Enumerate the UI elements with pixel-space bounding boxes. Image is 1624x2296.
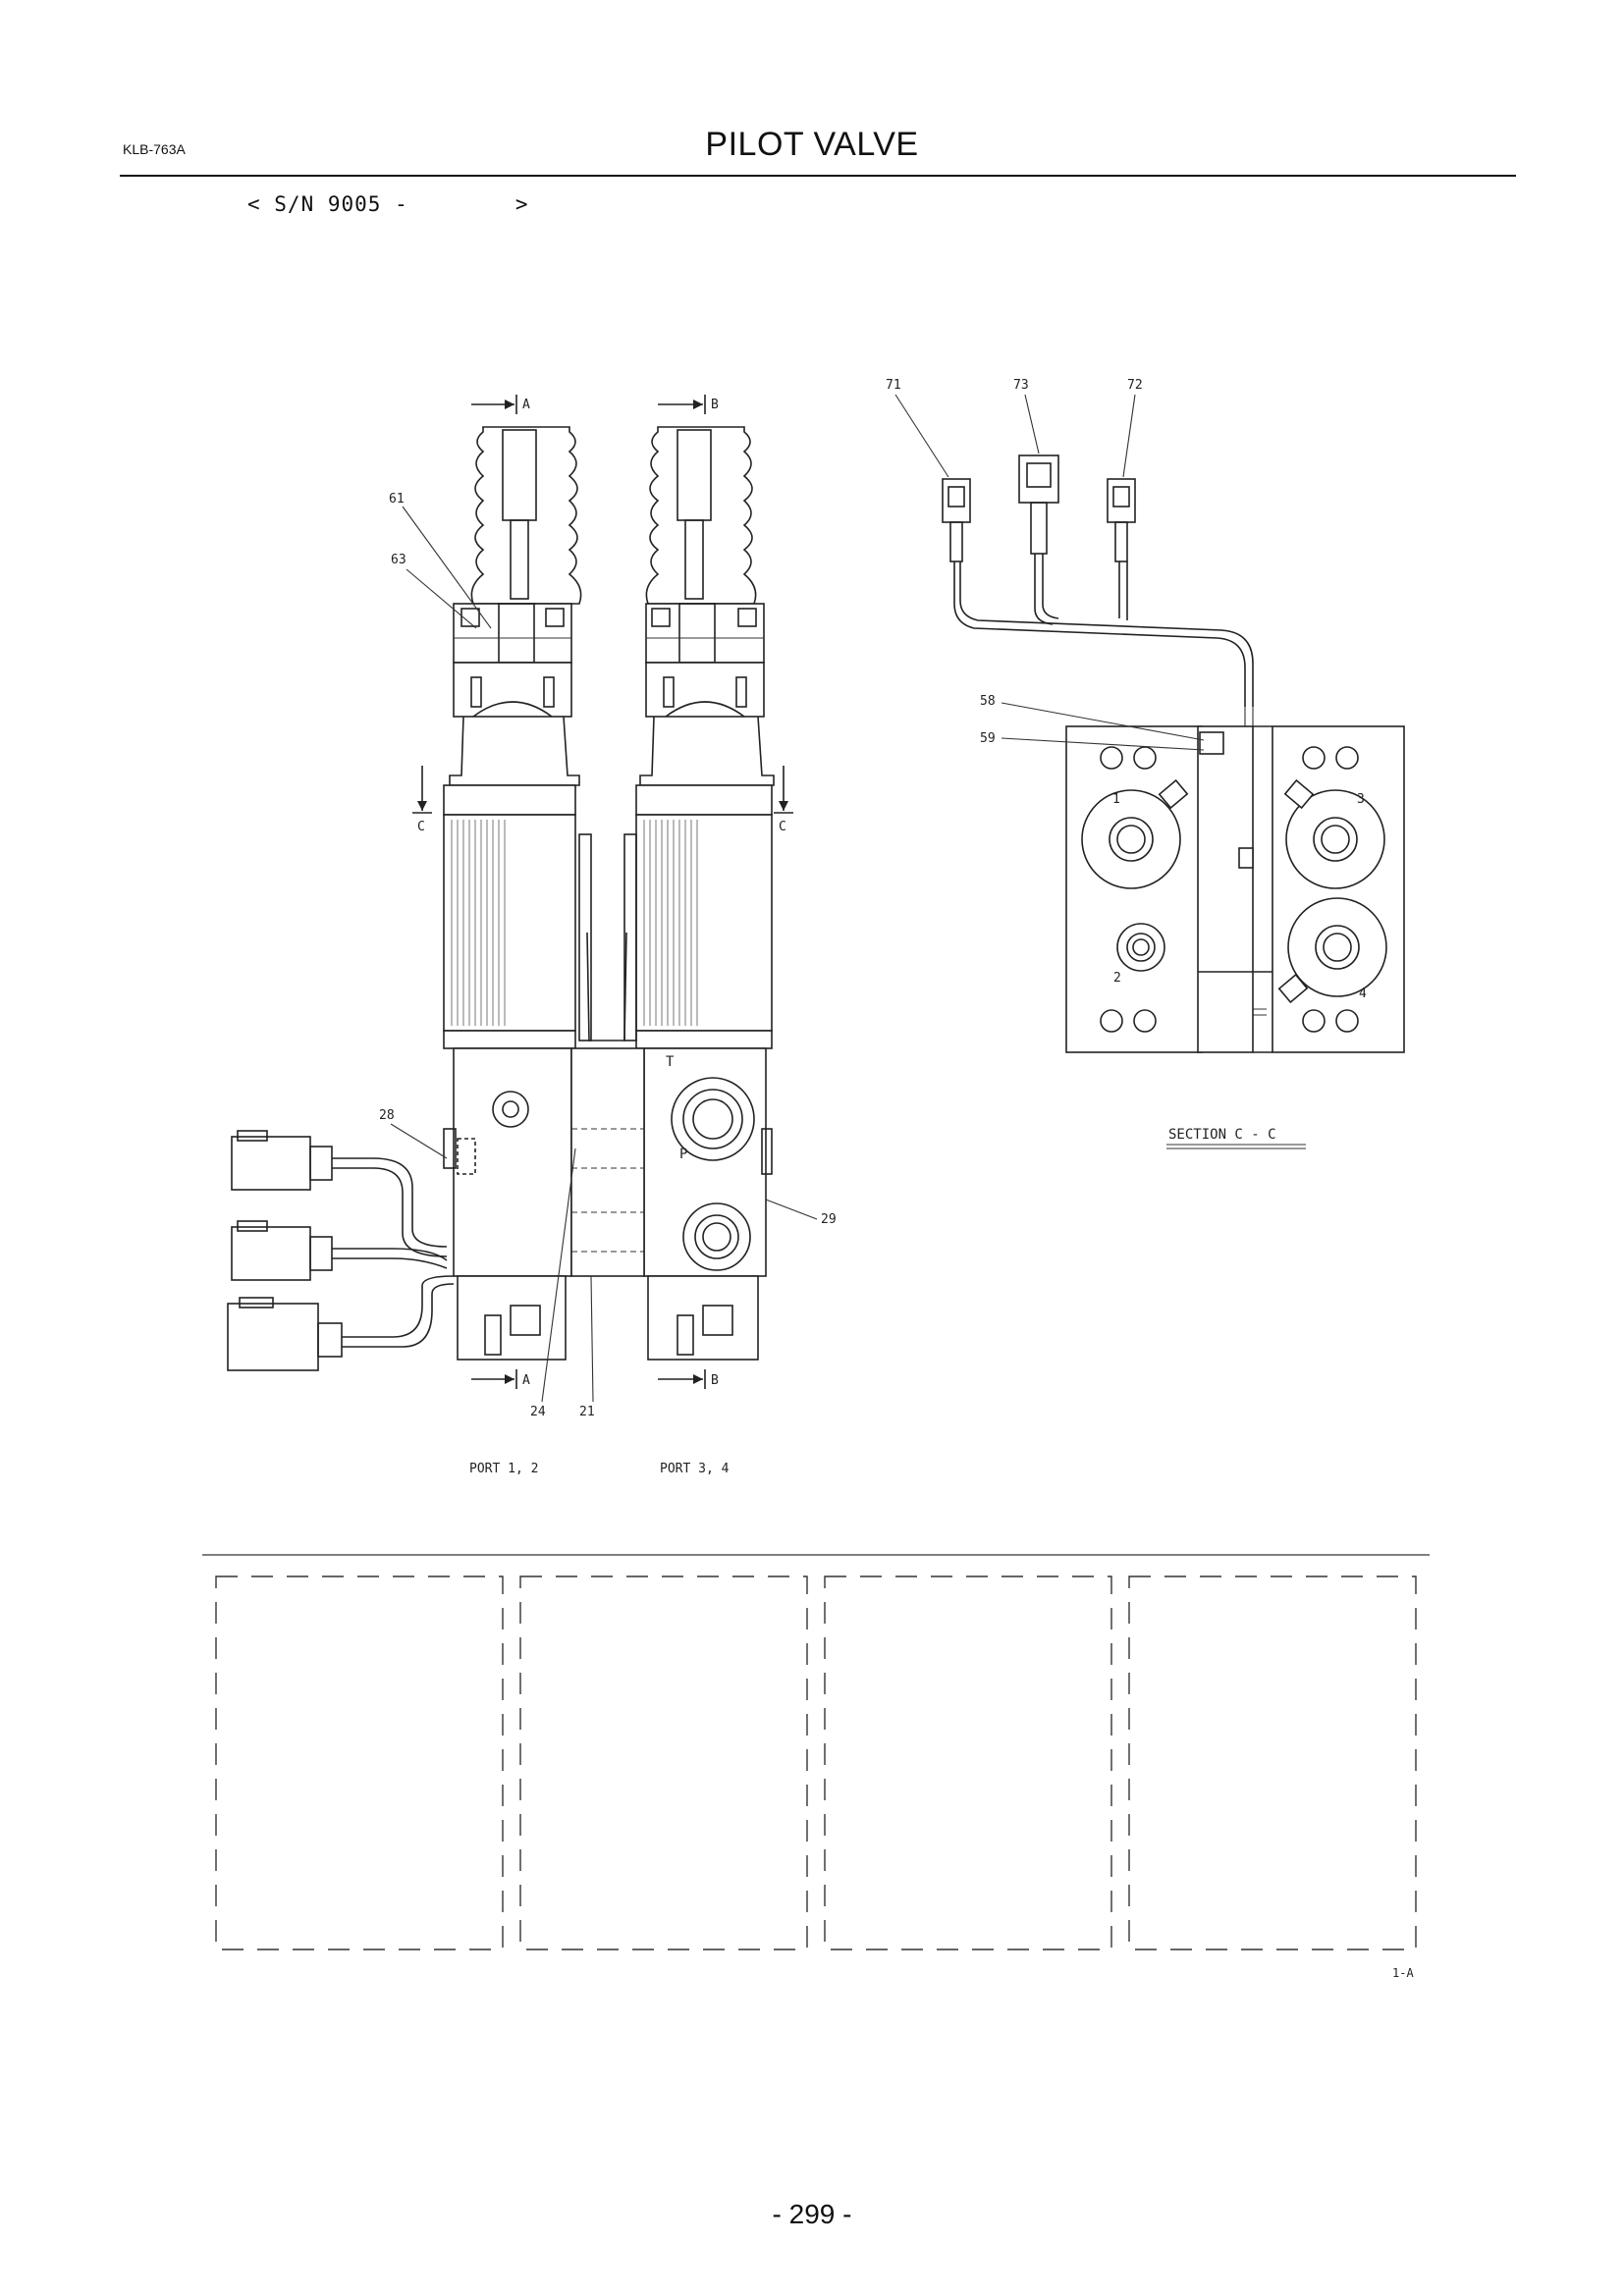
callouts-left: 61 63 28 29 24 21 — [379, 492, 837, 1419]
port-letter-p: P — [679, 1147, 687, 1162]
dashed-frame-4 — [1128, 1575, 1417, 1950]
arrow-a-top: A — [522, 398, 530, 412]
section-caption: SECTION C - C — [1168, 1127, 1276, 1143]
connector-left-2 — [231, 1220, 448, 1281]
arrow-b-top: B — [711, 398, 719, 412]
port-letter-t: T — [666, 1054, 675, 1070]
callout-24: 24 — [530, 1405, 546, 1419]
middle-plate — [570, 833, 645, 1277]
reference-code: 1-A — [1392, 1966, 1414, 1980]
cut-c-left: C — [417, 820, 425, 834]
document-code: KLB-763A — [123, 141, 186, 157]
arrow-a-bottom: A — [522, 1373, 530, 1388]
cut-c-right: C — [779, 820, 786, 834]
port-number-3: 3 — [1357, 792, 1365, 807]
connector-left-1 — [231, 1130, 448, 1257]
title-divider — [120, 175, 1516, 177]
callout-71: 71 — [886, 378, 901, 393]
callout-72: 72 — [1127, 378, 1143, 393]
serial-range: < S/N 9005 - > — [247, 192, 529, 216]
section-arrows: A B A B C C — [412, 395, 793, 1389]
callout-63: 63 — [391, 553, 406, 567]
pilot-valve-right — [635, 426, 775, 1361]
connector-left-3 — [227, 1275, 455, 1371]
dashed-frame-1 — [215, 1575, 504, 1950]
callout-28: 28 — [379, 1108, 395, 1123]
port-number-2: 2 — [1113, 971, 1121, 986]
callout-58: 58 — [980, 694, 996, 709]
callout-21: 21 — [579, 1405, 595, 1419]
callout-61: 61 — [389, 492, 405, 507]
callout-73: 73 — [1013, 378, 1029, 393]
port-number-4: 4 — [1359, 987, 1367, 1001]
callout-29: 29 — [821, 1212, 837, 1227]
pilot-valve-left — [443, 426, 582, 1361]
caption-port-3-4: PORT 3, 4 — [660, 1462, 730, 1476]
port-number-1: 1 — [1112, 792, 1120, 807]
page-number: - 299 - — [772, 2199, 852, 2229]
section-c-c-view: 1 2 3 4 71 73 72 58 59 SECTION C - C — [886, 378, 1405, 1149]
dashed-frame-3 — [824, 1575, 1112, 1950]
page-title: PILOT VALVE — [705, 126, 919, 163]
callout-59: 59 — [980, 731, 996, 746]
arrow-b-bottom: B — [711, 1373, 719, 1388]
dashed-frame-2 — [519, 1575, 808, 1950]
caption-port-1-2: PORT 1, 2 — [469, 1462, 538, 1476]
